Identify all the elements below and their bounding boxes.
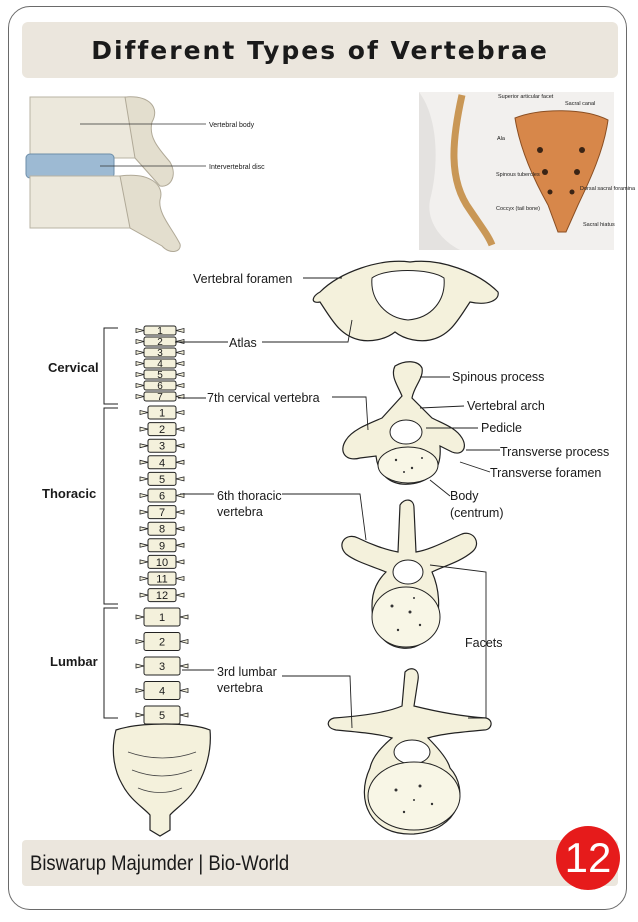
thoracic-process-4 (139, 459, 185, 465)
lumbar-number-1: 1 (159, 612, 165, 624)
label-ala: Ala (497, 136, 506, 142)
atlas-vertebra (312, 260, 499, 342)
thoracic-process-5 (139, 476, 185, 482)
thoracic-number-6: 6 (159, 490, 165, 502)
label-6th-thoracic: 6th thoracic (217, 489, 282, 503)
label-dorsal-sacral-foramina: Dorsal sacral foramina (580, 186, 636, 192)
lumbar-vertebrae: 1 2 3 4 5 (135, 607, 189, 725)
lumbar-process-1 (135, 614, 189, 620)
thoracic-number-7: 7 (159, 507, 165, 519)
thoracic-number-8: 8 (159, 524, 165, 536)
footer-bar (22, 840, 618, 886)
page-number-badge: 12 (556, 826, 620, 890)
label-3rd-lumbar-2: vertebra (217, 681, 263, 695)
lumbar-vertebra (327, 668, 492, 835)
cervical-process-5 (135, 371, 185, 378)
thoracic-number-3: 3 (159, 441, 165, 453)
lumbar-process-5 (135, 712, 189, 718)
thoracic-number-12: 12 (156, 590, 168, 602)
cervical-process-7 (135, 393, 185, 400)
thoracic-number-9: 9 (159, 540, 165, 552)
cervical-number-1: 1 (157, 326, 163, 337)
lumbar-process-2 (135, 638, 189, 645)
thoracic-number-1: 1 (159, 407, 165, 419)
cervical-vertebra (342, 361, 465, 485)
lumbar-number-5: 5 (159, 710, 165, 722)
label-atlas: Atlas (229, 336, 257, 350)
label-centrum: (centrum) (450, 506, 503, 520)
region-cervical: Cervical (48, 360, 99, 375)
cervical-number-3: 3 (157, 348, 163, 359)
label-7th-cervical: 7th cervical vertebra (207, 391, 320, 405)
lumbar-number-2: 2 (159, 636, 165, 648)
label-intervertebral-disc: Intervertebral disc (209, 164, 265, 171)
lumbar-number-4: 4 (159, 685, 165, 697)
label-vertebral-arch: Vertebral arch (467, 399, 545, 413)
disc-inset: Vertebral body Intervertebral disc (25, 96, 265, 252)
sacrum-inset: Superior articular facet Sacral canal Al… (419, 92, 636, 250)
thoracic-process-3 (139, 443, 185, 449)
page-title: Different Types of Vertebrae (91, 35, 549, 65)
cervical-number-5: 5 (157, 370, 163, 381)
thoracic-number-4: 4 (159, 457, 165, 469)
label-body: Body (450, 489, 479, 503)
thoracic-process-11 (139, 575, 185, 582)
label-spinous-tubercles: Spinous tubercles (496, 172, 540, 178)
cervical-number-2: 2 (157, 337, 163, 348)
thoracic-process-8 (139, 526, 185, 532)
cervical-process-6 (135, 382, 185, 389)
region-thoracic: Thoracic (42, 486, 96, 501)
label-superior-articular-facet: Superior articular facet (498, 94, 554, 100)
cervical-number-7: 7 (157, 392, 163, 403)
region-lumbar: Lumbar (50, 654, 98, 669)
region-brackets (103, 327, 118, 719)
label-spinous-process: Spinous process (452, 370, 544, 384)
thoracic-vertebra (341, 499, 477, 649)
cervical-process-3 (135, 349, 185, 356)
title-bar: Different Types of Vertebrae (22, 22, 618, 78)
thoracic-process-12 (139, 592, 185, 598)
thoracic-process-7 (139, 509, 185, 515)
label-coccyx: Coccyx (tail bone) (496, 206, 540, 212)
cervical-process-4 (135, 360, 185, 367)
label-sacral-hiatus: Sacral hiatus (583, 222, 615, 228)
cervical-number-4: 4 (157, 359, 163, 370)
thoracic-number-5: 5 (159, 474, 165, 486)
lumbar-process-4 (135, 687, 189, 694)
thoracic-number-10: 10 (156, 557, 168, 569)
thoracic-process-9 (139, 542, 185, 548)
thoracic-process-6 (139, 492, 185, 499)
leader-lines (175, 277, 500, 729)
thoracic-number-2: 2 (159, 424, 165, 436)
sacrum-shape (112, 723, 211, 837)
cervical-number-6: 6 (157, 381, 163, 392)
label-transverse-foramen: Transverse foramen (490, 466, 601, 480)
label-vertebral-body: Vertebral body (209, 122, 255, 129)
label-6th-thoracic-2: vertebra (217, 505, 263, 519)
label-transverse-process: Transverse process (500, 445, 609, 459)
label-sacral-canal: Sacral canal (565, 101, 595, 107)
label-3rd-lumbar: 3rd lumbar (217, 665, 277, 679)
cervical-process-1 (135, 327, 185, 334)
thoracic-process-1 (139, 409, 185, 416)
label-pedicle: Pedicle (481, 421, 522, 435)
thoracic-number-11: 11 (156, 573, 167, 585)
cervical-process-2 (135, 338, 185, 345)
footer-credit: Biswarup Majumder | Bio-World (30, 852, 290, 875)
thoracic-process-2 (139, 426, 185, 432)
lumbar-number-3: 3 (159, 661, 165, 673)
label-facets: Facets (465, 636, 503, 650)
lumbar-process-3 (135, 663, 189, 669)
label-vertebral-foramen: Vertebral foramen (193, 272, 292, 286)
thoracic-process-10 (139, 559, 185, 565)
